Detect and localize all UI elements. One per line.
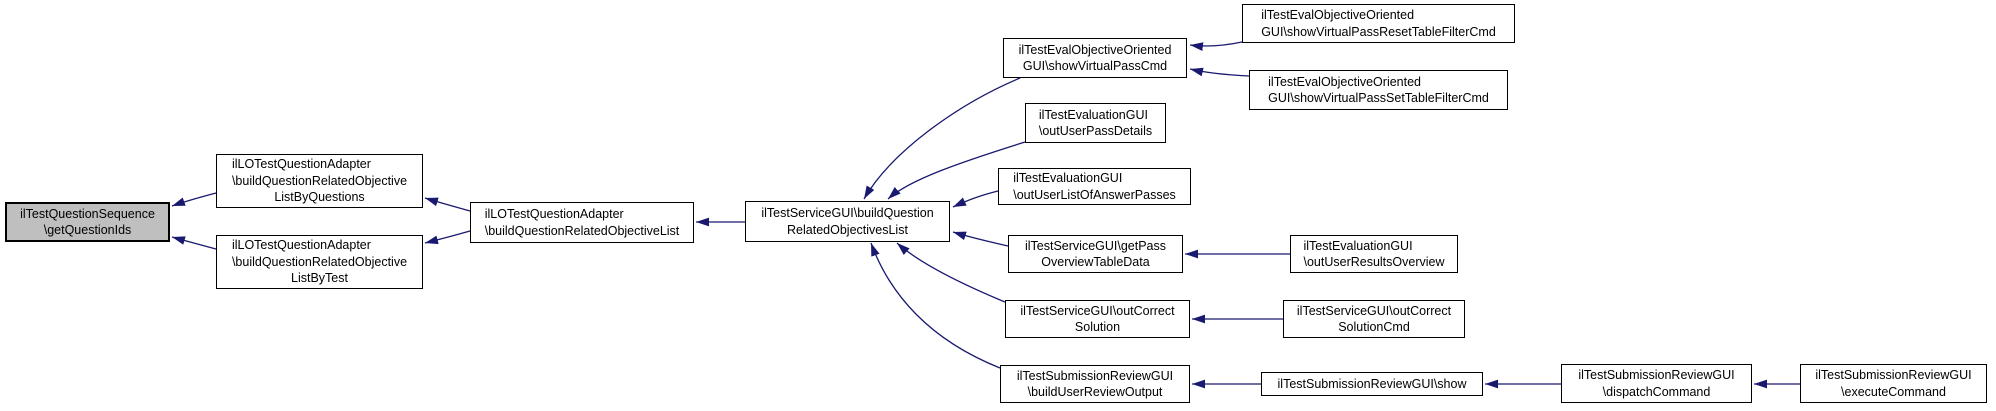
edge-n12-n5 <box>1189 67 1250 77</box>
edge-n3-n1 <box>424 197 471 212</box>
node-label: ilTestSubmissionReviewGUI\show <box>1277 376 1467 391</box>
edge-n9-n4 <box>896 242 1006 303</box>
node-label: ilTestEvaluationGUI\outUserResultsOvervi… <box>1303 238 1445 270</box>
node-label: ilTestSubmissionReviewGUI\buildUserRevie… <box>1016 368 1174 400</box>
edge-n2-n0 <box>171 236 217 250</box>
node-getQuestionIds[interactable]: ilTestQuestionSequence\getQuestionIds <box>5 202 170 242</box>
edge-n3-n2 <box>424 230 471 245</box>
node-buildQuestionRelatedObjectiveListByTest[interactable]: ilLOTestQuestionAdapter\buildQuestionRel… <box>216 235 423 289</box>
node-dispatchCommand[interactable]: ilTestSubmissionReviewGUI\dispatchComman… <box>1561 364 1752 403</box>
edge-n1-n0 <box>171 192 217 207</box>
node-buildQuestionRelatedObjectiveList[interactable]: ilLOTestQuestionAdapter\buildQuestionRel… <box>470 202 694 243</box>
node-label: ilTestEvaluationGUI\outUserListOfAnswerP… <box>1013 171 1176 202</box>
node-label: ilLOTestQuestionAdapter\buildQuestionRel… <box>484 207 680 238</box>
node-outUserPassDetails[interactable]: ilTestEvaluationGUI\outUserPassDetails <box>1025 103 1166 143</box>
edge-n5-n4 <box>863 77 1021 200</box>
edge-n7-n4 <box>952 190 999 208</box>
node-label: ilLOTestQuestionAdapter\buildQuestionRel… <box>231 157 408 205</box>
edge-group <box>171 41 1800 389</box>
node-label: ilTestQuestionSequence\getQuestionIds <box>20 206 155 238</box>
node-label: ilLOTestQuestionAdapter\buildQuestionRel… <box>231 238 408 286</box>
edge-n8-n4 <box>952 231 1009 247</box>
node-executeCommand[interactable]: ilTestSubmissionReviewGUI\executeCommand <box>1800 364 1987 403</box>
node-label: ilTestSubmissionReviewGUI\executeCommand <box>1815 368 1972 399</box>
node-label: ilTestSubmissionReviewGUI\dispatchComman… <box>1578 368 1735 399</box>
node-buildQuestionRelatedObjectiveListByQuestions[interactable]: ilLOTestQuestionAdapter\buildQuestionRel… <box>216 154 423 208</box>
node-buildUserReviewOutput[interactable]: ilTestSubmissionReviewGUI\buildUserRevie… <box>1000 365 1190 403</box>
node-outUserResultsOverview[interactable]: ilTestEvaluationGUI\outUserResultsOvervi… <box>1290 235 1458 273</box>
node-outUserListOfAnswerPasses[interactable]: ilTestEvaluationGUI\outUserListOfAnswerP… <box>998 168 1191 205</box>
node-show[interactable]: ilTestSubmissionReviewGUI\show <box>1261 372 1483 396</box>
edge-n11-n5 <box>1189 41 1243 51</box>
node-label: ilTestEvaluationGUI\outUserPassDetails <box>1038 107 1153 139</box>
edge-n10-n4 <box>870 242 1001 369</box>
